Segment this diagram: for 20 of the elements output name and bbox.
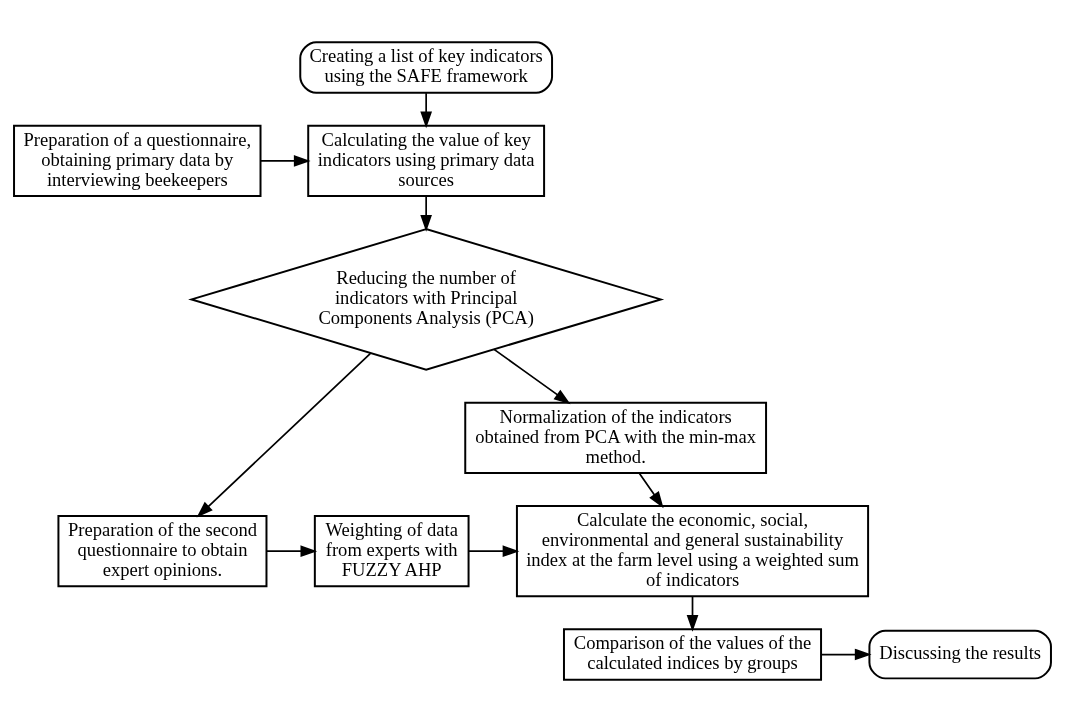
node-box: Calculate the economic, social, environmental and general sustainability index at the farm level using a weighted sum of indicators [515, 505, 870, 598]
node-box: Creating a list of key indicators using the SAFE framework [299, 41, 554, 94]
node-box: Calculating the value of key indicators using primary data sources [307, 124, 546, 197]
node-box: Preparation of a questionnaire, obtaining primary data by interviewing beekeepers [13, 124, 262, 197]
node-diamond: Reducing the number of indicators with Principal Components Analysis (PCA) [188, 228, 665, 371]
arrow [420, 195, 432, 232]
arrow [420, 92, 432, 129]
node-box: Preparation of the second questionnaire to obtain expert opinions. [57, 515, 268, 588]
arrow [259, 155, 311, 167]
node-box: Normalization of the indicators obtained from PCA with the min-max method. [464, 401, 768, 474]
arrow [820, 648, 872, 661]
arrow [686, 595, 699, 632]
node-box: Weighting of data from experts with FUZZY AHP [313, 515, 470, 588]
arrow [493, 348, 571, 405]
arrow [467, 545, 520, 557]
arrow [638, 472, 664, 509]
arrow [265, 545, 318, 557]
arrow [196, 352, 372, 518]
node-box: Discussing the results [868, 629, 1052, 680]
node-box: Comparison of the values of the calculated indices by groups [562, 628, 823, 681]
